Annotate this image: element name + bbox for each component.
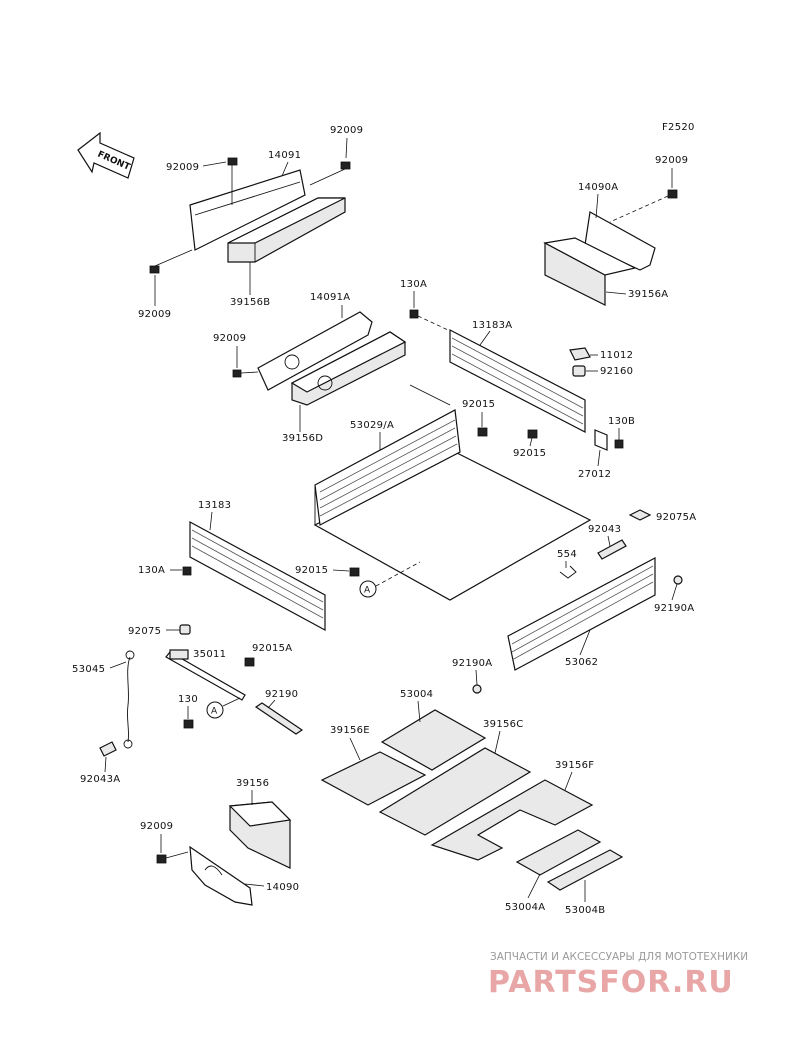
part-35011-rod[interactable]	[165, 649, 246, 701]
label-39156: 39156	[236, 778, 269, 789]
part-92043-pin[interactable]	[597, 539, 627, 560]
part-92043a-clip[interactable]	[99, 741, 117, 757]
label-53004b: 53004B	[565, 905, 605, 916]
part-13183a-side-panel[interactable]	[449, 329, 586, 433]
bolt-icon	[232, 369, 242, 378]
part-39156e-pad[interactable]	[320, 751, 427, 806]
bolt-icon	[183, 719, 194, 729]
part-53045-cable[interactable]	[123, 650, 135, 749]
label-13183a: 13183A	[472, 320, 512, 331]
front-arrow-icon: FRONT	[77, 131, 135, 179]
label-92160: 92160	[600, 366, 633, 377]
label-39156a: 39156A	[628, 289, 668, 300]
part-27012-bracket[interactable]	[594, 429, 608, 451]
label-92015-left: 92015	[295, 565, 328, 576]
label-39156d: 39156D	[282, 433, 323, 444]
part-53029a-cargo-bed[interactable]	[313, 384, 592, 601]
bolt-icon	[182, 566, 192, 576]
bolt-icon	[156, 854, 167, 864]
label-39156c: 39156C	[483, 719, 524, 730]
label-39156b: 39156B	[230, 297, 270, 308]
part-92075a-cap[interactable]	[628, 509, 652, 521]
nut-icon	[349, 567, 360, 577]
label-92190: 92190	[265, 689, 298, 700]
part-14091a-bracket[interactable]	[257, 311, 373, 391]
part-92190a-pin[interactable]	[673, 575, 683, 585]
label-554: 554	[557, 549, 577, 560]
part-39156b-pad[interactable]	[227, 197, 346, 263]
label-53004a: 53004A	[505, 902, 545, 913]
label-130b: 130B	[608, 416, 635, 427]
label-53045: 53045	[72, 664, 105, 675]
label-92009-bottom: 92009	[140, 821, 173, 832]
label-27012: 27012	[578, 469, 611, 480]
part-92190a-pin[interactable]	[472, 684, 482, 694]
part-39156d-pad[interactable]	[290, 331, 407, 406]
label-92009-mid: 92009	[213, 333, 246, 344]
reference-marker-a: A	[359, 580, 377, 598]
svg-text:A: A	[364, 586, 371, 596]
label-130a-top: 130A	[400, 279, 427, 290]
part-14090a-bracket[interactable]	[584, 211, 656, 271]
watermark-caption: ЗАПЧАСТИ И АКСЕССУАРЫ ДЛЯ МОТОТЕХНИКИ	[490, 951, 748, 963]
part-554-clip[interactable]	[559, 565, 577, 579]
label-53029a: 53029/A	[350, 420, 394, 431]
label-130a-left: 130A	[138, 565, 165, 576]
bolt-icon	[149, 157, 351, 274]
label-92043: 92043	[588, 524, 621, 535]
label-92043a: 92043A	[80, 774, 120, 785]
nut-icon	[477, 427, 538, 439]
part-53004b-mat[interactable]	[546, 849, 624, 891]
label-92009-left: 92009	[138, 309, 171, 320]
label-92015a: 92015A	[252, 643, 292, 654]
label-92009-upleft: 92009	[166, 162, 199, 173]
part-14091-bracket[interactable]	[189, 169, 306, 251]
label-35011: 35011	[193, 649, 226, 660]
label-92015-center: 92015	[462, 399, 495, 410]
label-53004: 53004	[400, 689, 433, 700]
label-92190a-left: 92190A	[452, 658, 492, 669]
part-92190-pin[interactable]	[254, 702, 304, 735]
part-39156c-pad[interactable]	[378, 747, 532, 836]
figure-code: F2520	[662, 122, 695, 133]
label-92015-right: 92015	[513, 448, 546, 459]
label-92009-top: 92009	[330, 125, 363, 136]
label-53062: 53062	[565, 657, 598, 668]
part-11012-cap[interactable]	[569, 347, 591, 361]
label-14091a: 14091A	[310, 292, 350, 303]
nut-icon	[244, 657, 255, 667]
watermark-logo: PARTSFOR.RU	[488, 965, 734, 1000]
bolt-icon	[409, 309, 419, 319]
part-39156a-pad[interactable]	[543, 237, 637, 306]
label-39156e: 39156E	[330, 725, 370, 736]
part-92075-cap[interactable]	[179, 624, 191, 635]
part-53004a-mat[interactable]	[515, 829, 602, 876]
part-53062-tailgate[interactable]	[507, 557, 656, 671]
label-92190a-right: 92190A	[654, 603, 694, 614]
label-92009-right: 92009	[655, 155, 688, 166]
part-14090-bracket[interactable]	[189, 845, 253, 906]
svg-text:A: A	[211, 707, 218, 717]
bolt-icon	[614, 439, 624, 449]
label-14090: 14090	[266, 882, 299, 893]
part-39156f-pad[interactable]	[430, 779, 594, 861]
bolt-icon	[667, 189, 678, 199]
part-13183-side-panel[interactable]	[189, 520, 326, 632]
label-14090a: 14090A	[578, 182, 618, 193]
part-53004-mat[interactable]	[380, 709, 487, 771]
label-11012: 11012	[600, 350, 633, 361]
label-13183: 13183	[198, 500, 231, 511]
label-130: 130	[178, 694, 198, 705]
part-92160-grommet[interactable]	[572, 365, 586, 377]
label-14091: 14091	[268, 150, 301, 161]
reference-marker-a: A	[206, 701, 224, 719]
label-39156f: 39156F	[555, 760, 594, 771]
label-92075: 92075	[128, 626, 161, 637]
label-92075a: 92075A	[656, 512, 696, 523]
part-39156-pad[interactable]	[228, 801, 292, 869]
